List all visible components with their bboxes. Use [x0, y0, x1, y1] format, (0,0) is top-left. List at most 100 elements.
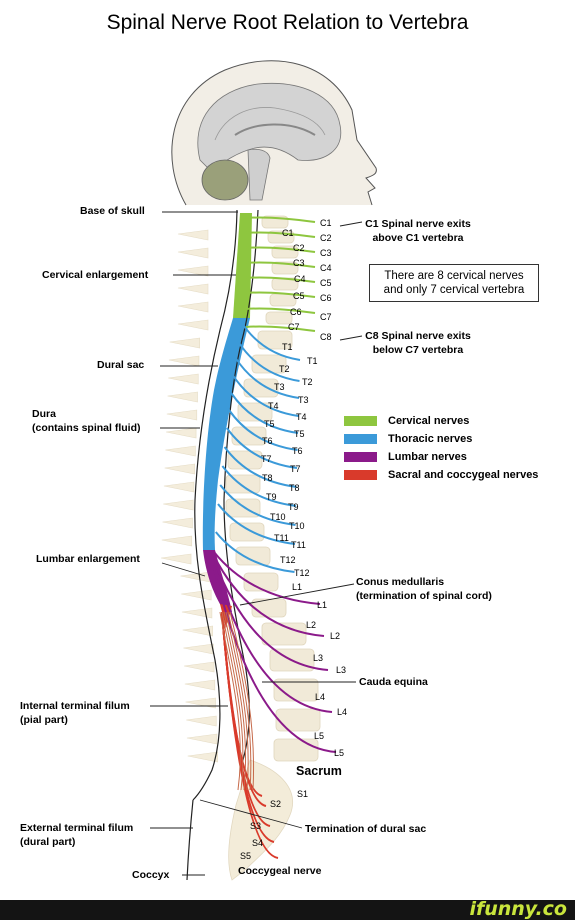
- nerve-root: [236, 340, 300, 382]
- legend-label: Sacral and coccygeal nerves: [388, 469, 539, 481]
- spinous-process: [165, 445, 196, 457]
- nerve-label: C4: [320, 263, 332, 273]
- nerve-label: T5: [294, 429, 305, 439]
- spinous-process: [163, 499, 194, 511]
- nerve-root: [245, 261, 316, 268]
- info-box: There are 8 cervical nerves and only 7 c…: [369, 264, 539, 302]
- vertebra-body: [251, 354, 287, 374]
- legend-swatch: [344, 434, 377, 444]
- spinous-process: [182, 625, 213, 637]
- spinous-process: [177, 229, 209, 241]
- spinous-process: [177, 283, 209, 295]
- leader-line: [161, 562, 206, 577]
- cauda-equina-strand: [223, 611, 247, 791]
- legend-swatch: [344, 452, 377, 462]
- vertebra-body: [243, 572, 279, 592]
- brain: [197, 82, 342, 173]
- vertebra-label: C5: [293, 291, 305, 301]
- label-dural-sac: Dural sac: [97, 359, 145, 371]
- label-conus-medullaris: Conus medullaris: [356, 576, 445, 588]
- vertebra-label: L4: [315, 692, 325, 702]
- nerve-label: C1: [320, 218, 332, 228]
- vertebra-label: T11: [274, 533, 289, 543]
- vertebra-label: T7: [261, 454, 272, 464]
- vertebra-label: T3: [274, 382, 285, 392]
- nerve-root: [245, 307, 316, 314]
- label-c1-note: C1 Spinal nerve exits: [365, 218, 471, 230]
- cauda-equina-strand: [221, 611, 244, 791]
- vertebra-label: T1: [282, 342, 293, 352]
- nerve-root: [213, 563, 333, 713]
- cauda-equina-strand: [227, 611, 252, 791]
- legend-item-sacral: Sacral and coccygeal nerves: [344, 466, 538, 484]
- spinous-process: [163, 481, 195, 493]
- legend-swatch: [344, 470, 377, 480]
- spinous-process: [181, 589, 212, 601]
- vertebra-body: [227, 450, 263, 470]
- nerve-root: [213, 551, 321, 605]
- nerve-root: [213, 555, 325, 637]
- vertebra-label: T9: [266, 492, 277, 502]
- nerve-label: S5: [240, 851, 251, 861]
- label-base-of-skull: Base of skull: [80, 205, 145, 217]
- nerve-root: [221, 611, 279, 859]
- label-cervical-enlargement: Cervical enlargement: [42, 269, 149, 281]
- nerve-label: T10: [289, 521, 305, 531]
- legend-swatch: [344, 416, 377, 426]
- nerve-root: [230, 392, 299, 434]
- nerve-label: T2: [302, 377, 313, 387]
- vertebra-label: T4: [268, 401, 279, 411]
- legend-label: Cervical nerves: [388, 415, 470, 427]
- corpus-callosum: [234, 123, 316, 136]
- spinous-process: [166, 427, 197, 439]
- nerve-root: [215, 531, 295, 573]
- cerebellum: [201, 159, 249, 201]
- spinous-process: [187, 751, 218, 763]
- info-box-line-2: and only 7 cervical vertebra: [383, 284, 525, 296]
- nerve-label: L4: [337, 707, 347, 717]
- vertebra-body: [273, 738, 319, 762]
- label-sacrum: Sacrum: [296, 764, 342, 778]
- label-internal-filum: Internal terminal filum: [20, 700, 130, 712]
- nerve-label: T12: [294, 568, 310, 578]
- nerve-label: L5: [334, 748, 344, 758]
- spinous-process: [177, 247, 209, 259]
- spinous-process: [169, 337, 200, 349]
- nerve-root: [234, 357, 300, 399]
- vertebra-body: [225, 474, 261, 494]
- nerve-label: L2: [330, 631, 340, 641]
- nerve-label: S4: [252, 838, 263, 848]
- label-internal-filum-sub: (pial part): [20, 714, 68, 726]
- brand-logo: ifunny.co: [469, 898, 567, 920]
- vertebra-label: C7: [288, 322, 300, 332]
- nerve-root: [232, 375, 299, 417]
- spinous-process: [177, 265, 209, 277]
- nerve-root: [228, 409, 298, 451]
- label-c1-note-sub: above C1 vertebra: [372, 232, 464, 244]
- nerve-label: C7: [320, 312, 332, 322]
- vertebra-label: C6: [290, 307, 302, 317]
- vertebra-body: [229, 522, 265, 542]
- spinous-process: [164, 463, 195, 475]
- nerve-label: T3: [298, 395, 309, 405]
- nerve-root: [217, 503, 296, 545]
- vertebra-label: C1: [282, 228, 294, 238]
- nerve-label: C8: [320, 332, 332, 342]
- label-conus-medullaris-sub: (termination of spinal cord): [356, 590, 492, 602]
- legend-label: Thoracic nerves: [388, 433, 473, 445]
- legend-item-lumbar: Lumbar nerves: [344, 448, 538, 466]
- dural-sac-outline: [192, 209, 238, 801]
- nerve-root: [239, 319, 301, 361]
- page-title: Spinal Nerve Root Relation to Vertebra: [106, 11, 469, 34]
- nerve-root: [245, 325, 316, 332]
- external-filum: [186, 799, 194, 881]
- nerve-label: S2: [270, 799, 281, 809]
- nerve-root: [245, 216, 316, 223]
- vertebra-label: C4: [294, 274, 306, 284]
- spinous-process: [166, 409, 198, 421]
- nerve-root: [245, 276, 316, 283]
- cauda-equina-strand: [219, 611, 241, 791]
- nerve-root: [245, 291, 316, 298]
- spinous-process: [186, 715, 217, 727]
- nerve-root: [225, 427, 298, 469]
